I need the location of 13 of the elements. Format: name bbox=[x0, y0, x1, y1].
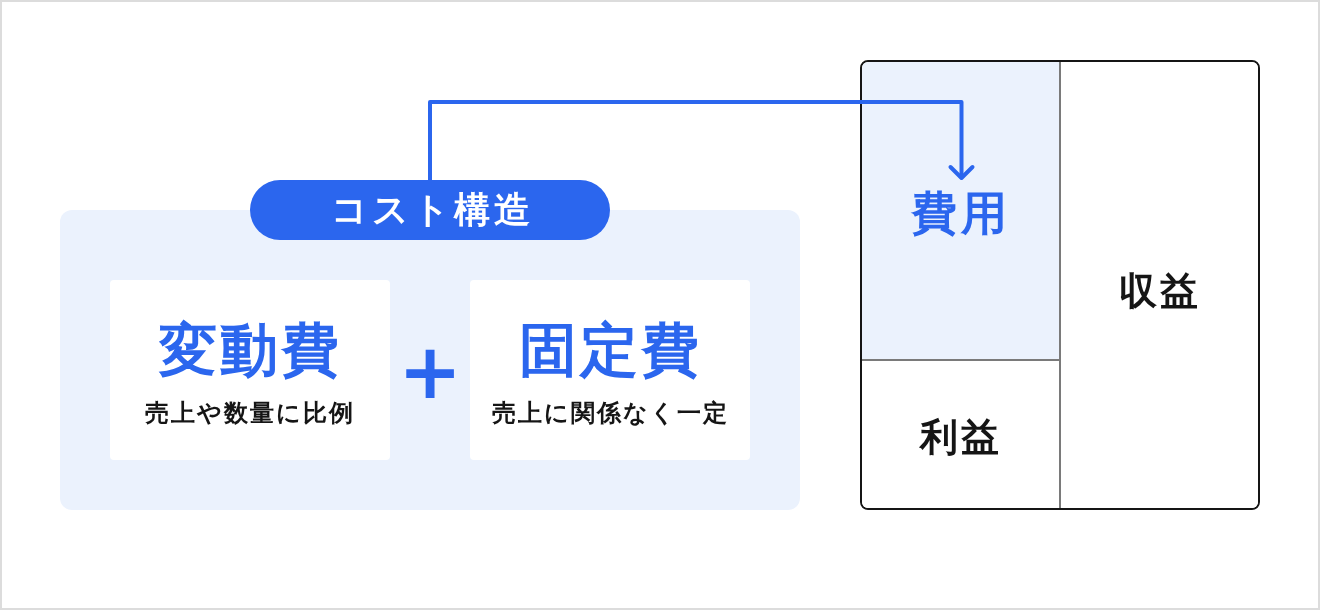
card-subtitle: 売上や数量に比例 bbox=[145, 398, 355, 428]
cell-label: 利益 bbox=[919, 414, 1002, 460]
card-title: 固定費 bbox=[518, 318, 702, 382]
table-frame bbox=[860, 60, 1260, 510]
cell-label: 収益 bbox=[1118, 268, 1201, 314]
cell-label: 費用 bbox=[910, 185, 1011, 241]
table-cell bbox=[862, 62, 1061, 361]
card-title: 変動費 bbox=[158, 318, 342, 382]
plus-sign: + bbox=[398, 340, 462, 402]
elbow-arrow bbox=[428, 100, 975, 180]
heading-pill: コスト構造 bbox=[250, 180, 610, 240]
table-cell bbox=[862, 361, 1061, 508]
card-subtitle: 売上に関係なく一定 bbox=[491, 398, 729, 428]
